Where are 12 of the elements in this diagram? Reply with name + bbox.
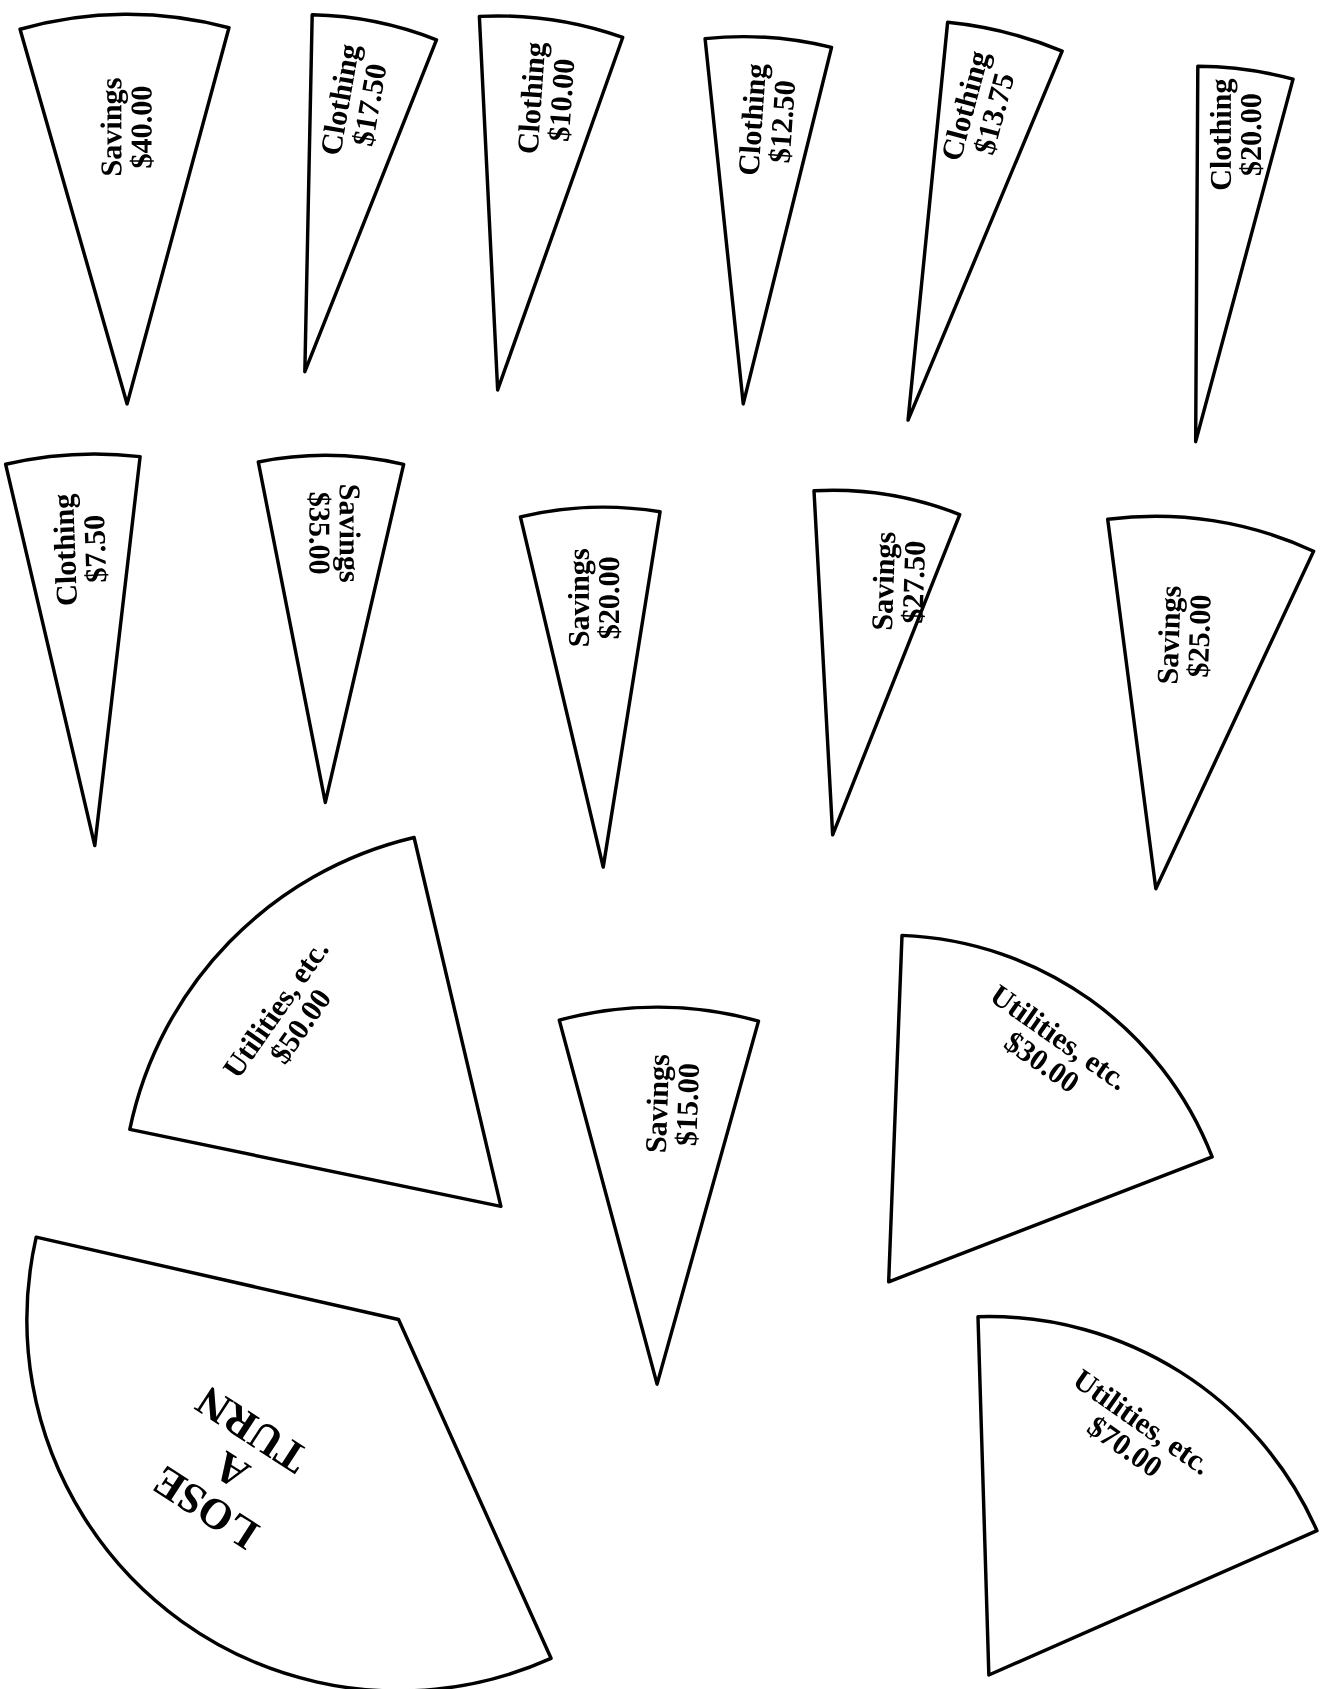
pie-slice: Clothing $20.00 <box>1194 64 1295 444</box>
pie-slice: Clothing $17.50 <box>303 12 439 374</box>
pie-slice: Savings $25.00 <box>1106 514 1316 891</box>
pie-slice: Savings $40.00 <box>18 12 231 406</box>
pie-slice: Savings $20.00 <box>518 505 663 869</box>
pie-slice: Savings $35.00 <box>256 453 406 805</box>
pie-slice: Clothing $13.75 <box>906 20 1065 422</box>
pie-slice: Clothing $12.50 <box>703 34 834 406</box>
pie-slice: Clothing $10.00 <box>477 14 625 392</box>
pie-slice: Savings $27.50 <box>812 488 962 837</box>
pie-slice: Savings $15.00 <box>557 1005 761 1386</box>
pie-slice: Clothing $7.50 <box>4 452 143 848</box>
